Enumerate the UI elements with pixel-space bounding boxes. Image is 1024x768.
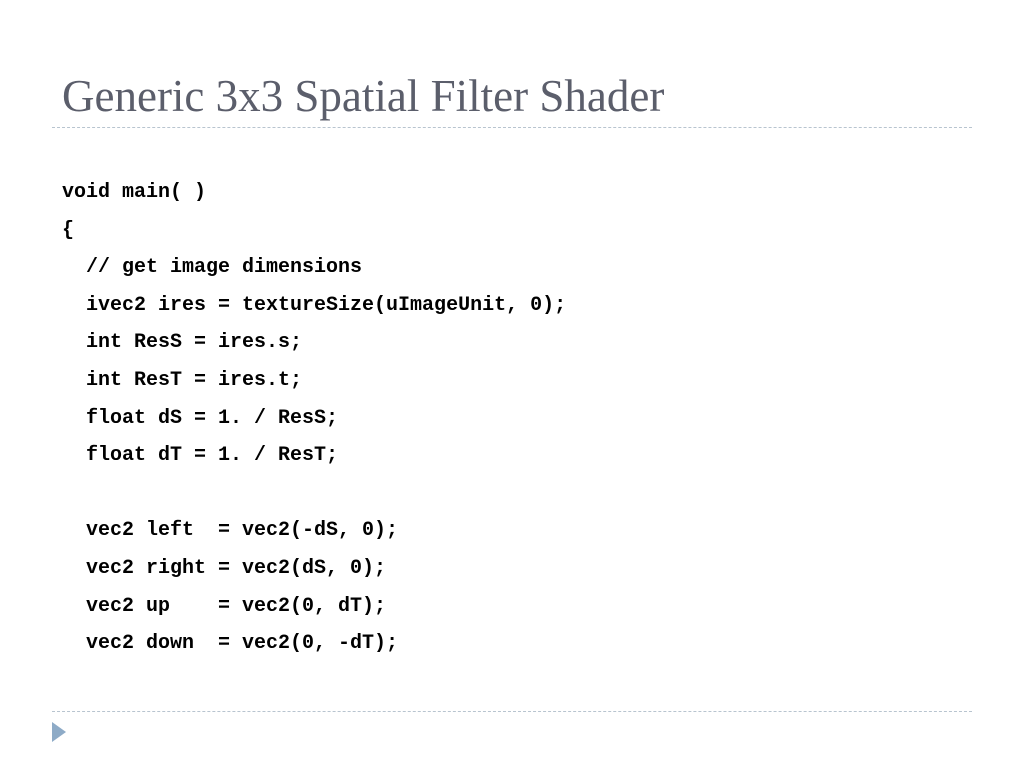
code-line: vec2 right = vec2(dS, 0); [62, 556, 387, 580]
code-line [62, 475, 566, 513]
code-line: // get image dimensions [62, 256, 363, 280]
code-line: ivec2 ires = textureSize(uImageUnit, 0); [62, 293, 567, 317]
title-divider [52, 127, 972, 128]
triangle-right-icon[interactable] [52, 722, 66, 742]
footer-divider [52, 711, 972, 712]
code-line: vec2 up = vec2(0, dT); [62, 594, 387, 618]
code-block: void main( ) { // get image dimensions i… [62, 174, 566, 663]
slide-title: Generic 3x3 Spatial Filter Shader [62, 71, 665, 121]
code-line: int ResT = ires.t; [62, 368, 303, 392]
code-line: vec2 down = vec2(0, -dT); [62, 632, 399, 656]
code-line: int ResS = ires.s; [62, 331, 303, 355]
code-line: float dT = 1. / ResT; [62, 444, 339, 468]
code-line: vec2 left = vec2(-dS, 0); [62, 519, 399, 543]
code-line: float dS = 1. / ResS; [62, 406, 339, 430]
code-line: { [62, 218, 75, 242]
code-line: void main( ) [62, 181, 207, 204]
